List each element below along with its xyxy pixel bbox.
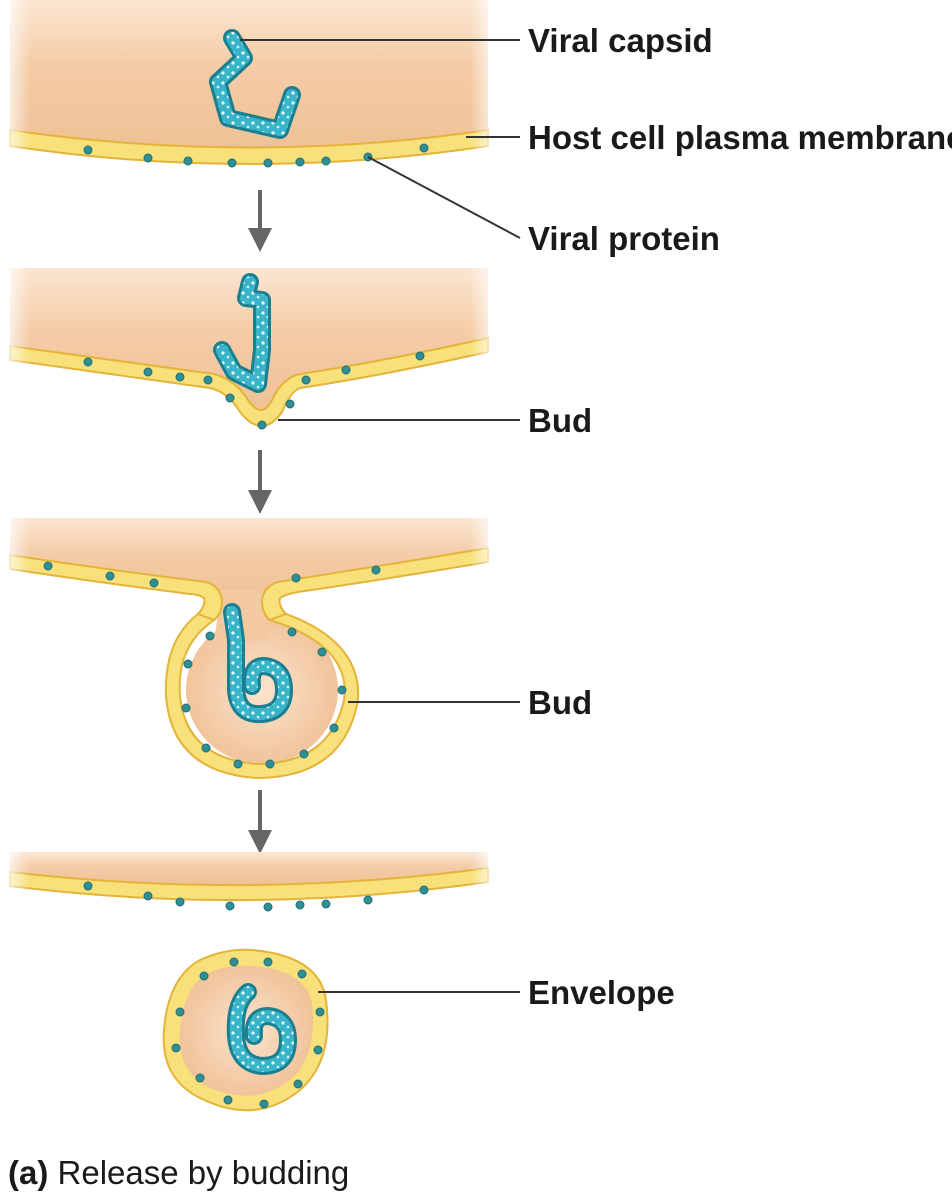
label-viral-protein: Viral protein (528, 220, 720, 257)
down-arrow-1 (248, 190, 272, 252)
caption-space (48, 1154, 57, 1191)
down-arrow-2 (248, 450, 272, 514)
caption-letter: (a) (8, 1154, 48, 1191)
label-host-cell-plasma-membrane: Host cell plasma membrane (528, 119, 952, 156)
label-viral-capsid: Viral capsid (528, 22, 713, 59)
label-bud-2: Bud (528, 684, 592, 721)
figure-caption: (a) Release by budding (8, 1154, 349, 1191)
label-envelope: Envelope (528, 974, 675, 1011)
released-virion (162, 948, 329, 1112)
stage-2 (9, 268, 489, 430)
label-bud-1: Bud (528, 402, 592, 439)
stage-1 (9, 0, 489, 168)
stage-4 (9, 852, 489, 912)
stage-3 (9, 518, 489, 780)
leader-viral-protein (367, 156, 521, 239)
caption-text: Release by budding (58, 1154, 350, 1191)
leader-lines (240, 39, 521, 993)
down-arrow-3 (248, 790, 272, 854)
